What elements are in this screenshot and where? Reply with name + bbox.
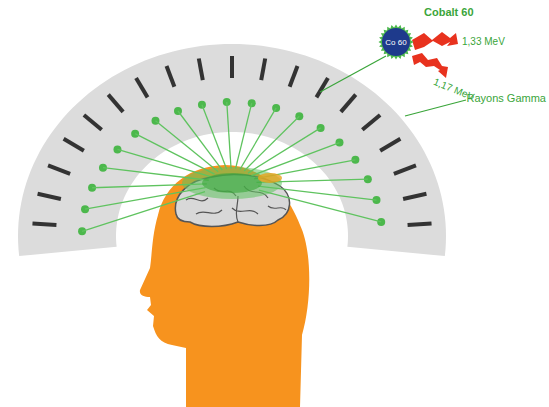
gamma-beam <box>248 128 321 173</box>
collimator-bar <box>108 95 123 112</box>
cobalt-source <box>317 124 325 132</box>
collimator-bar <box>362 115 380 130</box>
node-text: Co 60 <box>378 38 414 47</box>
gamma-emission-arrows <box>412 32 458 78</box>
gamma-beam <box>85 188 206 209</box>
gamma-beam <box>82 192 205 232</box>
collimator-bar <box>408 223 432 225</box>
gamma-beam <box>227 102 231 168</box>
cobalt-source-disc: Co 60 <box>378 24 414 60</box>
collimator-bar <box>290 66 298 87</box>
gamma-beam <box>240 108 276 170</box>
collimator-bar <box>199 58 203 80</box>
collimator-bar <box>394 165 416 174</box>
gamma-beams <box>82 102 381 231</box>
helmet-band <box>18 44 446 256</box>
collimator-helmet <box>18 44 446 256</box>
gamma-beam <box>259 190 381 222</box>
collimator-bar <box>341 95 356 112</box>
gamma-beam <box>236 103 252 168</box>
gamma-beam <box>135 134 214 174</box>
collimator-bar <box>167 66 175 87</box>
radiation-label: Rayons Gamma <box>467 92 546 104</box>
collimator-bar <box>84 115 102 130</box>
collimator-bar <box>136 78 148 97</box>
energy-label: 1,33 MeV <box>462 36 505 47</box>
focus-glow <box>182 167 282 199</box>
collimator-bar <box>38 194 61 199</box>
isotope-label: Cobalt 60 <box>424 6 474 18</box>
collimator-bar <box>380 139 400 151</box>
gamma-beam <box>202 105 227 169</box>
head-silhouette <box>140 165 309 407</box>
collimator-bar <box>230 56 234 78</box>
collimator-bar <box>316 78 328 97</box>
collimator-bar <box>403 194 426 199</box>
gamma-beam <box>155 121 218 172</box>
collimator-bar <box>48 165 70 174</box>
collimator-bar <box>64 139 84 151</box>
gamma-beam <box>244 116 299 171</box>
collimator-bar <box>32 223 56 225</box>
collimator-bar <box>261 58 265 80</box>
